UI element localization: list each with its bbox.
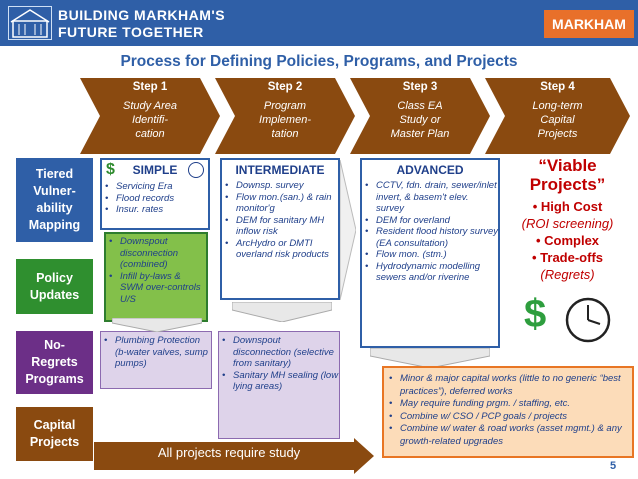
simple-box: $ SIMPLE Servicing Era Flood records Ins…	[100, 158, 210, 230]
clock-icon	[565, 297, 611, 343]
row-capital-projects: Capital Projects	[16, 407, 93, 461]
intermediate-heading: INTERMEDIATE	[235, 163, 325, 177]
step-2: Step 2 Program Implemen- tation	[215, 78, 355, 154]
list-item: DEM for overland	[362, 215, 498, 227]
down-arrow-icon	[370, 348, 490, 368]
step-arrow-shape	[350, 78, 490, 154]
list-item: ArcHydro or DMTI overland risk products	[222, 238, 338, 261]
simple-noregrets-box: Plumbing Protection (b-water valves, sum…	[100, 331, 212, 389]
list-item: Infill by-laws & SWM over-controls U/S	[106, 271, 206, 306]
list-item: Flood records	[102, 193, 208, 205]
viable-projects-panel: “Viable Projects” • High Cost (ROI scree…	[505, 156, 630, 283]
step-description: Study Area Identifi- cation	[122, 100, 177, 140]
step-description: Class EA Study or Master Plan	[390, 100, 450, 140]
list-item: May require funding prgm. / staffing, et…	[384, 398, 632, 411]
step-3: Step 3 Class EA Study or Master Plan	[350, 78, 490, 154]
list-item: Downsp. survey	[222, 180, 338, 192]
logo-line2: FUTURE TOGETHER	[58, 24, 204, 40]
list-item: Servicing Era	[102, 181, 208, 193]
arrow-shape	[94, 438, 374, 474]
viable-item: • Trade-offs	[531, 250, 603, 265]
dollar-icon: $	[106, 161, 115, 178]
step-label: Step 1	[132, 81, 168, 93]
viable-item-note: (Regrets)	[540, 267, 595, 282]
down-arrow-icon	[232, 302, 332, 322]
list-item: Downspout disconnection (selective from …	[219, 335, 339, 370]
clock-icon	[188, 162, 204, 178]
step-label: Step 2	[267, 81, 303, 93]
row-tiered-mapping: Tiered Vulner- ability Mapping	[16, 158, 93, 242]
page-number: 5	[610, 460, 617, 472]
advanced-heading: ADVANCED	[396, 163, 464, 177]
list-item: Hydrodynamic modelling sewers and/or riv…	[362, 261, 498, 284]
row-no-regrets: No- Regrets Programs	[16, 331, 93, 394]
list-item: Combine w/ CSO / PCP goals / projects	[384, 411, 632, 424]
list-item: DEM for sanitary MH inflow risk	[222, 215, 338, 238]
markham-brand-logo: MARKHAM	[544, 10, 634, 38]
step-description: Program Implemen- tation	[259, 100, 311, 140]
viable-item: • High Cost	[532, 199, 603, 214]
viable-item-note: (ROI screening)	[521, 216, 614, 231]
down-arrow-icon	[112, 318, 202, 332]
list-item: Plumbing Protection (b-water valves, sum…	[101, 335, 211, 370]
list-item: Resident flood history survey (EA consul…	[362, 226, 498, 249]
step-arrow-shape	[80, 78, 220, 154]
city-logo: BUILDING MARKHAM'S FUTURE TOGETHER	[8, 4, 238, 42]
list-item: CCTV, fdn. drain, sewer/inlet invert, & …	[362, 180, 498, 215]
header-bar	[0, 0, 638, 46]
step-label: Step 4	[540, 81, 575, 93]
simple-heading: SIMPLE	[132, 163, 178, 177]
list-item: Combine w/ water & road works (asset mgm…	[384, 423, 632, 448]
viable-title: “Viable Projects”	[529, 156, 606, 194]
logo-line1: BUILDING MARKHAM'S	[58, 7, 226, 23]
right-arrow-icon	[340, 160, 356, 300]
list-item: Downspout disconnection (combined)	[106, 236, 206, 271]
capital-projects-box: Minor & major capital works (little to n…	[382, 366, 634, 458]
list-item: Insur. rates	[102, 204, 208, 216]
step-label: Step 3	[402, 81, 438, 93]
viable-item-text: Trade-offs	[540, 250, 603, 265]
list-item: Minor & major capital works (little to n…	[384, 373, 632, 398]
step-1: Step 1 Study Area Identifi- cation	[80, 78, 220, 154]
step-arrow-shape	[485, 78, 630, 154]
viable-item-text: Complex	[544, 233, 600, 248]
advanced-box: ADVANCED CCTV, fdn. drain, sewer/inlet i…	[360, 158, 500, 348]
viable-item-text: High Cost	[540, 199, 603, 214]
list-item: Flow mon.(san.) & rain monitor'g	[222, 192, 338, 215]
viable-item: • Complex	[535, 233, 600, 248]
study-required-label: All projects require study	[157, 445, 301, 460]
list-item: Flow mon. (stm.)	[362, 249, 498, 261]
step-4: Step 4 Long-term Capital Projects	[485, 78, 630, 154]
simple-policy-box: Downspout disconnection (combined) Infil…	[104, 232, 208, 322]
step-description: Long-term Capital Projects	[532, 100, 583, 140]
step-arrow-shape	[215, 78, 355, 154]
page-title: Process for Defining Policies, Programs,…	[120, 53, 518, 70]
intermediate-box: INTERMEDIATE Downsp. survey Flow mon.(sa…	[220, 158, 340, 300]
dollar-sign-icon: $	[524, 292, 547, 336]
city-hall-icon	[8, 6, 52, 40]
list-item: Sanitary MH sealing (low lying areas)	[219, 370, 339, 393]
row-policy-updates: Policy Updates	[16, 259, 93, 314]
intermediate-noregrets-box: Downspout disconnection (selective from …	[218, 331, 340, 439]
